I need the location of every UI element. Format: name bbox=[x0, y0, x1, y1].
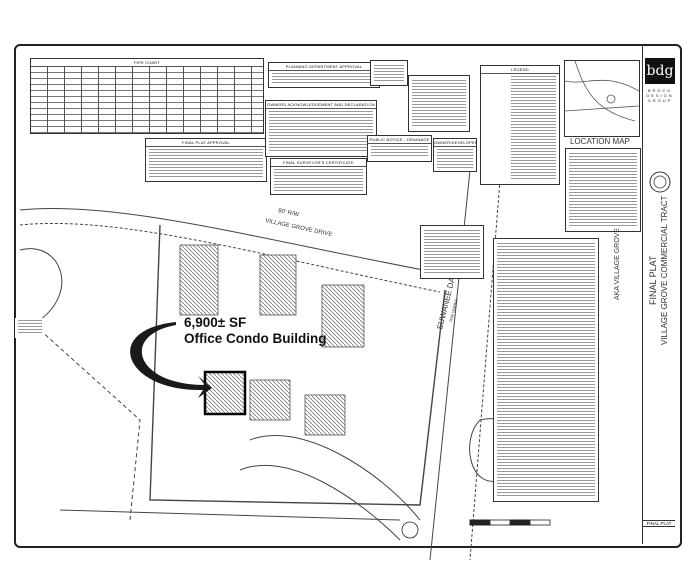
aka-label: AKA VILLAGE GROVE bbox=[614, 228, 621, 300]
public-notice-box: PUBLIC NOTICE - DRAINAGE bbox=[367, 135, 432, 162]
office-condo-callout: 6,900± SF Office Condo Building bbox=[184, 315, 326, 347]
building-north-2 bbox=[259, 254, 297, 316]
surveyor-certificate-box: FINAL SURVEYOR'S CERTIFICATE bbox=[270, 158, 367, 195]
final-plat-approval-box: FINAL PLAT APPROVAL bbox=[145, 138, 267, 182]
property-line bbox=[149, 224, 446, 506]
callout-arrow bbox=[130, 322, 212, 398]
plat-notes-box bbox=[493, 238, 599, 502]
road-suwanee-dam-edge2 bbox=[469, 179, 501, 561]
location-map-title: LOCATION MAP bbox=[570, 137, 630, 146]
flood-notes-box bbox=[420, 225, 484, 279]
road-label-village-grove-rw: 80' R/W bbox=[278, 208, 300, 218]
road-label-village-grove: VILLAGE GROVE DRIVE bbox=[265, 218, 333, 238]
building-north-1 bbox=[179, 244, 219, 316]
road-village-grove-edge bbox=[19, 207, 451, 276]
notes-box bbox=[370, 60, 408, 86]
callout-area: 6,900± SF bbox=[184, 315, 247, 330]
road-village-grove-edge2 bbox=[19, 222, 441, 293]
sheet-title: FINAL PLAT bbox=[648, 255, 658, 305]
planning-approval-title: PLANNING DEPARTMENT APPROVAL bbox=[269, 63, 379, 71]
north-arrow bbox=[401, 521, 419, 539]
building-office-condo bbox=[203, 370, 247, 416]
building-north-3 bbox=[321, 284, 365, 348]
legend-box: LEGEND bbox=[480, 65, 560, 185]
owner-developer-title: OWNER/DEVELOPER bbox=[434, 140, 477, 147]
seal-icon bbox=[649, 171, 671, 193]
project-name: VILLAGE GROVE COMMERCIAL TRACT bbox=[660, 195, 669, 345]
building-east bbox=[304, 394, 346, 436]
location-map bbox=[564, 60, 640, 137]
legend-title: LEGEND bbox=[481, 66, 559, 74]
final-plat-approval-title: FINAL PLAT APPROVAL bbox=[146, 139, 266, 147]
lot-line-bottom bbox=[59, 509, 401, 521]
cul-de-sac bbox=[19, 248, 63, 321]
bdg-logo: bdg bbox=[645, 58, 675, 84]
building-center bbox=[249, 379, 291, 421]
road-label-suwanee-dam-rw: R/W VARIES bbox=[448, 298, 459, 322]
sheet-label: FINAL PLAT bbox=[643, 520, 675, 527]
surveyor-certificate-title: FINAL SURVEYOR'S CERTIFICATE bbox=[271, 159, 366, 167]
pipe-chart-table: PIPE CHART bbox=[30, 58, 264, 134]
owners-acknowledgement-title: OWNERS ACKNOWLEDGEMENT AND DECLARATION bbox=[266, 102, 376, 109]
public-notice-title: PUBLIC NOTICE - DRAINAGE bbox=[368, 137, 431, 144]
planning-approval-box: PLANNING DEPARTMENT APPROVAL bbox=[268, 62, 380, 88]
firm-name: BROCK DESIGN GROUP bbox=[646, 88, 674, 103]
adjacent-owner-note bbox=[15, 318, 45, 338]
owners-acknowledgement-box: OWNERS ACKNOWLEDGEMENT AND DECLARATION bbox=[265, 100, 377, 157]
title-block bbox=[642, 44, 677, 544]
lot-line-left bbox=[39, 329, 141, 521]
callout-label: Office Condo Building bbox=[184, 331, 327, 346]
site-data-box bbox=[565, 148, 641, 232]
pipe-chart-title: PIPE CHART bbox=[31, 59, 263, 67]
general-notes-box bbox=[408, 75, 470, 132]
parking-curve2 bbox=[239, 465, 401, 541]
parking-curve bbox=[249, 435, 421, 521]
owner-developer-box: OWNER/DEVELOPER bbox=[433, 138, 477, 172]
